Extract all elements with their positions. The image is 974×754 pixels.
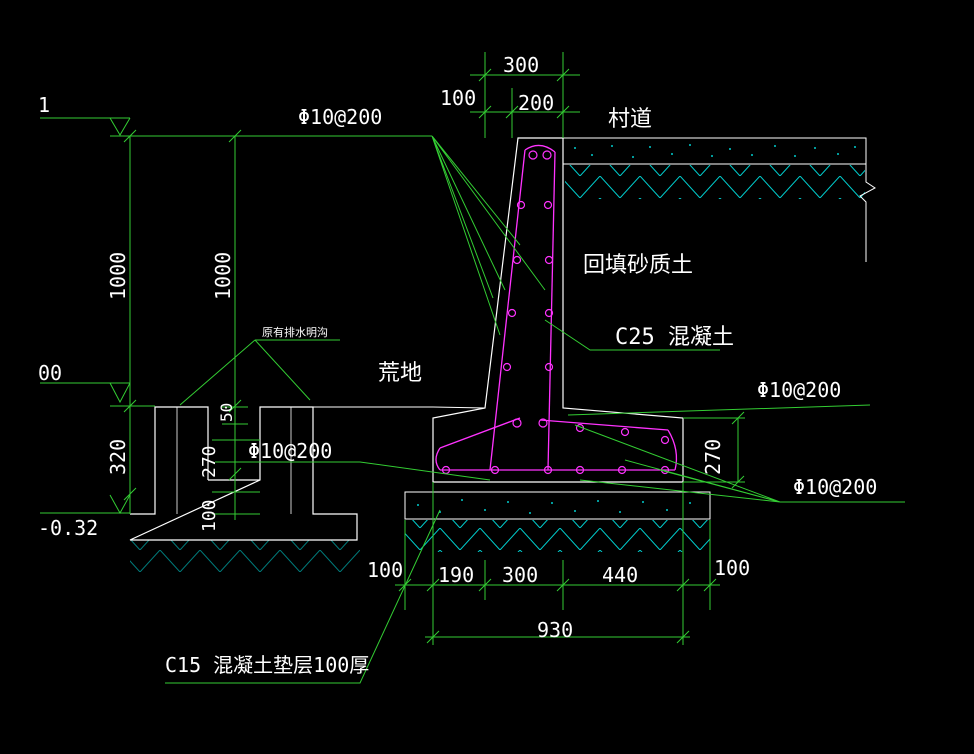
dim-270-base: 270 [701,439,725,475]
level-ground-label: 00 [38,361,62,385]
ditch-ground-hatch [130,540,360,572]
ditch-outline [129,406,358,541]
label-wasteland: 荒地 [378,361,422,386]
road-break-line [859,138,876,262]
label-rebar-middle: Φ10@200 [248,439,332,463]
label-existing-ditch: 原有排水明沟 [262,325,328,339]
dim-bottom-300: 300 [502,563,538,587]
rebar-dots [441,150,670,475]
dim-100-ditch: 100 [199,499,220,532]
dim-top-100: 100 [440,86,476,110]
label-concrete-c25: C25 混凝土 [615,325,734,350]
dim-bottom-100-left: 100 [367,558,403,582]
level-top-label: 1 [38,93,50,117]
label-rebar-right-bottom: Φ10@200 [793,475,877,499]
road-ground-hatch [565,165,865,199]
dim-top-200: 200 [518,91,554,115]
dim-50: 50 [217,403,236,422]
label-rebar-top: Φ10@200 [298,105,382,129]
dim-bottom-190: 190 [438,563,474,587]
road-slab [562,137,867,165]
c15-cushion-layer [404,491,711,520]
level-bottom-label: -0.32 [38,516,98,540]
label-cushion: C15 混凝土垫层100厚 [165,653,369,677]
ditch-inner-walls [176,407,292,514]
dim-1000-b: 1000 [211,252,235,300]
label-village-road: 村道 [608,107,652,132]
leader-lines [165,135,905,684]
wasteland-ground-line [313,406,486,409]
dim-1000-a: 1000 [106,252,130,300]
dim-bottom-930: 930 [537,618,573,642]
road-aggregate-dots [574,144,856,158]
dim-bottom-440: 440 [602,563,638,587]
dim-bottom-100-right: 100 [714,556,750,580]
cushion-aggregate-dots [417,499,691,514]
foundation-ground-hatch [405,520,710,552]
dim-320: 320 [106,439,130,475]
dim-270-ditch: 270 [199,445,220,478]
dimension-lines [40,52,745,645]
dim-top-300: 300 [503,53,539,77]
label-backfill: 回填砂质土 [583,253,693,278]
label-rebar-right-top: Φ10@200 [757,378,841,402]
